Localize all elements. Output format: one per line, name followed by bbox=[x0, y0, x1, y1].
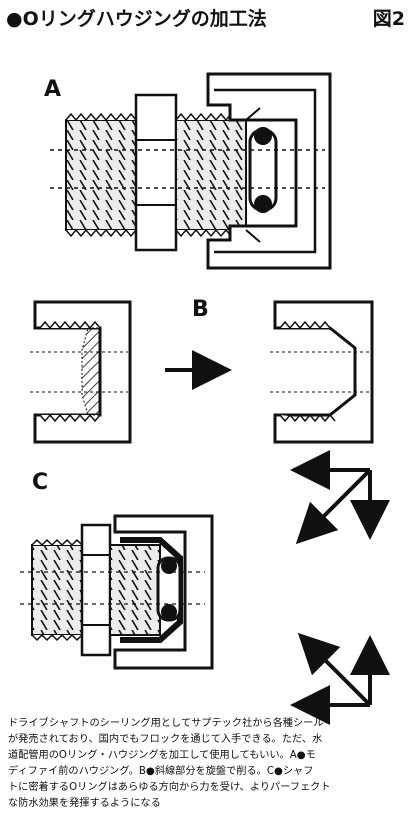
threaded-pipe-left bbox=[65, 112, 137, 238]
diagram-c bbox=[20, 514, 214, 670]
figure-caption: ドライブシャフトのシーリング用としてサプテック社から各種シール が発売されており… bbox=[8, 718, 331, 809]
figure-number: 図2 bbox=[372, 8, 405, 30]
diagram-a bbox=[50, 72, 332, 270]
label-a: A bbox=[44, 77, 62, 102]
label-b: B bbox=[192, 297, 209, 322]
diagram-b-before bbox=[30, 300, 132, 444]
hex-nut bbox=[134, 93, 178, 252]
label-c: C bbox=[32, 470, 49, 495]
housing-cap-a bbox=[206, 72, 332, 270]
figure-title: ●Oリングハウジングの加工法 bbox=[6, 8, 267, 30]
threaded-pipe-right bbox=[175, 112, 247, 238]
diagram-b-after bbox=[270, 300, 374, 444]
force-arrows-bottom bbox=[290, 632, 390, 725]
force-arrows-top bbox=[290, 450, 390, 545]
o-ring-a bbox=[248, 127, 278, 213]
